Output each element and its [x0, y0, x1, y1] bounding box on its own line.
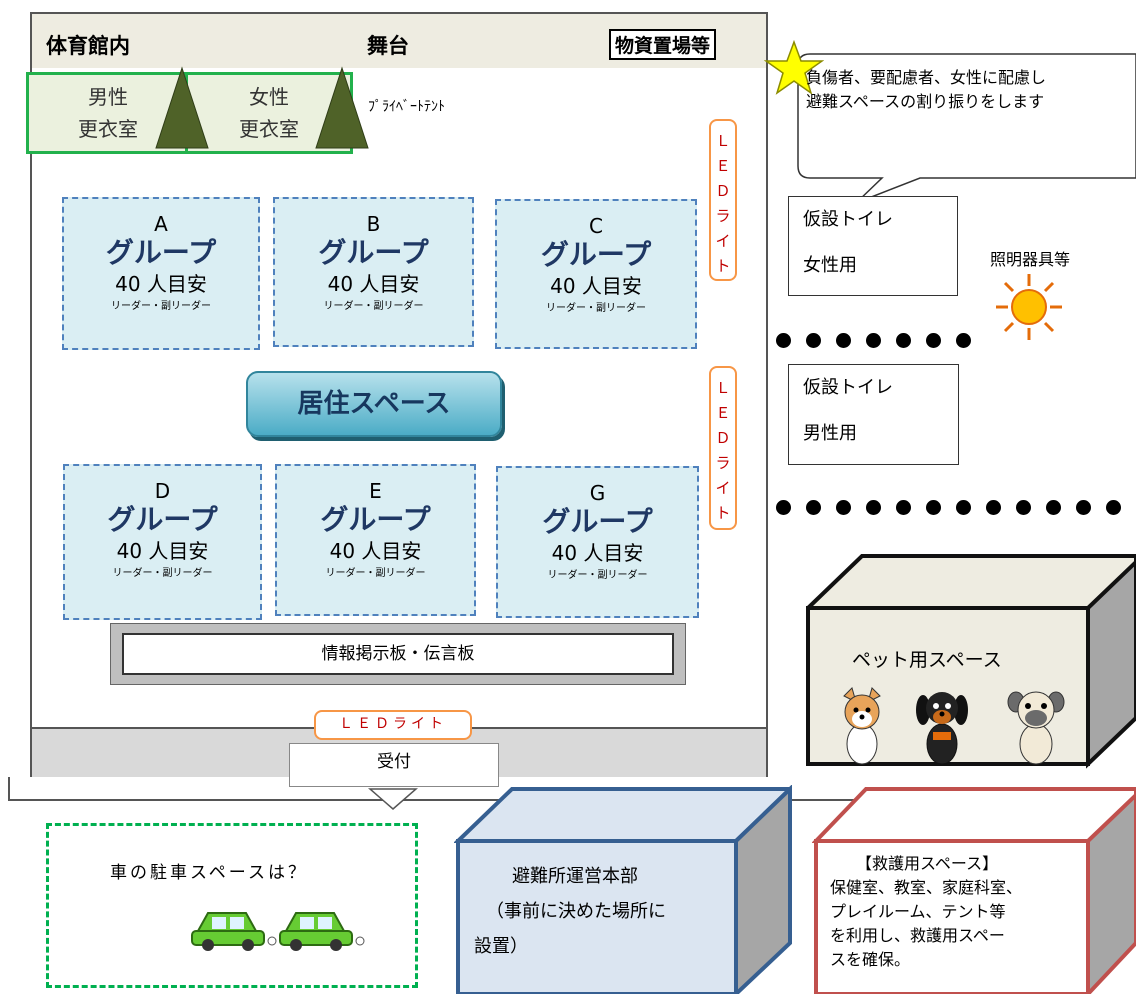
male-temporary-toilet: 仮設トイレ 男性用 — [788, 364, 959, 465]
group-letter: G — [589, 481, 606, 505]
rescue-box — [812, 787, 1136, 994]
led-light-horizontal: ＬＥＤライト — [314, 710, 472, 740]
group-letter: B — [366, 212, 381, 236]
group-capacity: 40 人目安 — [550, 274, 642, 298]
rescue-line3: プレイルーム、テント等 — [830, 902, 1006, 921]
toilet-line1: 仮設トイレ — [803, 377, 893, 398]
rescue-line4: を利用し、救護用スペー — [830, 926, 1005, 945]
reception-arrow-icon — [368, 788, 418, 810]
led-char: ト — [715, 504, 731, 522]
hq-line2: （事前に決めた場所に — [486, 901, 666, 922]
room-label-line1: 女性 — [249, 85, 289, 109]
group-capacity: 40 人目安 — [115, 272, 207, 296]
led-light-vertical: Ｌ Ｅ Ｄ ラ イ ト — [709, 366, 737, 530]
group-capacity: 40 人目安 — [329, 539, 422, 563]
bulletin-board-label: 情報掲示板・伝言板 — [122, 633, 674, 675]
group-name: グループ — [318, 236, 429, 269]
stage-label: 舞台 — [367, 34, 409, 58]
group-g: G グループ 40 人目安 リーダー・副リーダー — [496, 466, 699, 618]
room-label-line2: 更衣室 — [239, 117, 299, 141]
tent-icon — [155, 66, 209, 149]
group-c: C グループ 40 人目安 リーダー・副リーダー — [495, 199, 697, 349]
sun-light-icon — [996, 274, 1062, 340]
reception-label: 受付 — [289, 743, 499, 787]
led-char: Ｌ — [715, 379, 731, 397]
rescue-title: 【救護用スペース】 — [856, 854, 999, 873]
parking-space-area — [46, 823, 418, 988]
rescue-line5: スを確保。 — [830, 950, 911, 969]
shiba-dog-icon — [843, 687, 881, 765]
hq-box — [454, 785, 792, 994]
room-label-line2: 更衣室 — [78, 117, 138, 141]
led-char: Ｅ — [715, 404, 731, 422]
group-letter: E — [369, 479, 382, 503]
star-icon — [764, 40, 824, 95]
callout-line1: 負傷者、要配慮者、女性に配慮し — [806, 68, 1047, 87]
group-capacity: 40 人目安 — [327, 272, 420, 296]
led-char: ラ — [715, 207, 731, 225]
toilet-line1: 仮設トイレ — [803, 209, 893, 230]
group-name: グループ — [320, 503, 431, 536]
group-leader: リーダー・副リーダー — [323, 301, 424, 312]
car-icon — [191, 912, 277, 951]
group-name: グループ — [107, 503, 218, 536]
callout-line2: 避難スペースの割り振りをします — [806, 92, 1045, 111]
toilet-line2: 女性用 — [803, 255, 857, 276]
led-light-vertical: Ｌ Ｅ Ｄ ラ イ ト — [709, 119, 737, 281]
led-char: Ｅ — [715, 157, 731, 175]
led-char: イ — [715, 479, 731, 497]
group-leader: リーダー・副リーダー — [325, 568, 426, 579]
parking-space-label: 車の駐車スペースは？ — [110, 863, 308, 883]
led-char: イ — [715, 232, 731, 250]
toilet-line2: 男性用 — [803, 423, 857, 444]
rescue-line2: 保健室、教室、家庭科室、 — [830, 878, 1023, 897]
hq-line1: 避難所運営本部 — [512, 866, 638, 887]
group-leader: リーダー・副リーダー — [546, 303, 646, 314]
group-d: D グループ 40 人目安 リーダー・副リーダー — [63, 464, 262, 620]
group-name: グループ — [540, 238, 652, 271]
supplies-label: 物資置場等 — [609, 29, 717, 60]
pug-dog-icon — [1007, 691, 1065, 765]
group-leader: リーダー・副リーダー — [112, 568, 213, 579]
room-label-line1: 男性 — [88, 85, 128, 109]
group-leader: リーダー・副リーダー — [547, 570, 648, 581]
led-char: ラ — [715, 454, 731, 472]
led-char: ト — [715, 257, 731, 275]
group-name: グループ — [105, 236, 217, 269]
car-icon — [279, 912, 365, 951]
group-capacity: 40 人目安 — [116, 539, 209, 563]
female-changing-room: 女性 更衣室 — [185, 72, 353, 154]
dotted-path-upper — [776, 333, 996, 349]
group-leader: リーダー・副リーダー — [111, 301, 211, 312]
gym-label: 体育館内 — [46, 34, 130, 58]
led-char: Ｄ — [715, 182, 731, 200]
private-tent-label: ﾌﾟﾗｲﾍﾞｰﾄﾃﾝﾄ — [368, 99, 445, 115]
group-e: E グループ 40 人目安 リーダー・副リーダー — [275, 464, 476, 616]
group-letter: C — [589, 214, 603, 238]
residence-space-label: 居住スペース — [246, 371, 502, 437]
pet-space-label: ペット用スペース — [852, 649, 1002, 671]
group-name: グループ — [542, 505, 653, 538]
group-capacity: 40 人目安 — [551, 541, 644, 565]
outer-left-line — [8, 777, 10, 801]
dotted-path-lower — [776, 500, 1136, 516]
female-temporary-toilet: 仮設トイレ 女性用 — [788, 196, 958, 296]
lighting-label: 照明器具等 — [990, 250, 1071, 269]
hq-line3: 設置） — [474, 936, 528, 957]
led-char: Ｌ — [715, 132, 731, 150]
group-letter: A — [154, 212, 168, 236]
speech-callout — [797, 53, 1136, 204]
tent-icon — [315, 66, 369, 149]
group-letter: D — [154, 479, 171, 503]
dachshund-dog-icon — [916, 692, 968, 765]
group-b: B グループ 40 人目安 リーダー・副リーダー — [273, 197, 474, 347]
group-a: A グループ 40 人目安 リーダー・副リーダー — [62, 197, 260, 350]
led-char: Ｄ — [715, 429, 731, 447]
